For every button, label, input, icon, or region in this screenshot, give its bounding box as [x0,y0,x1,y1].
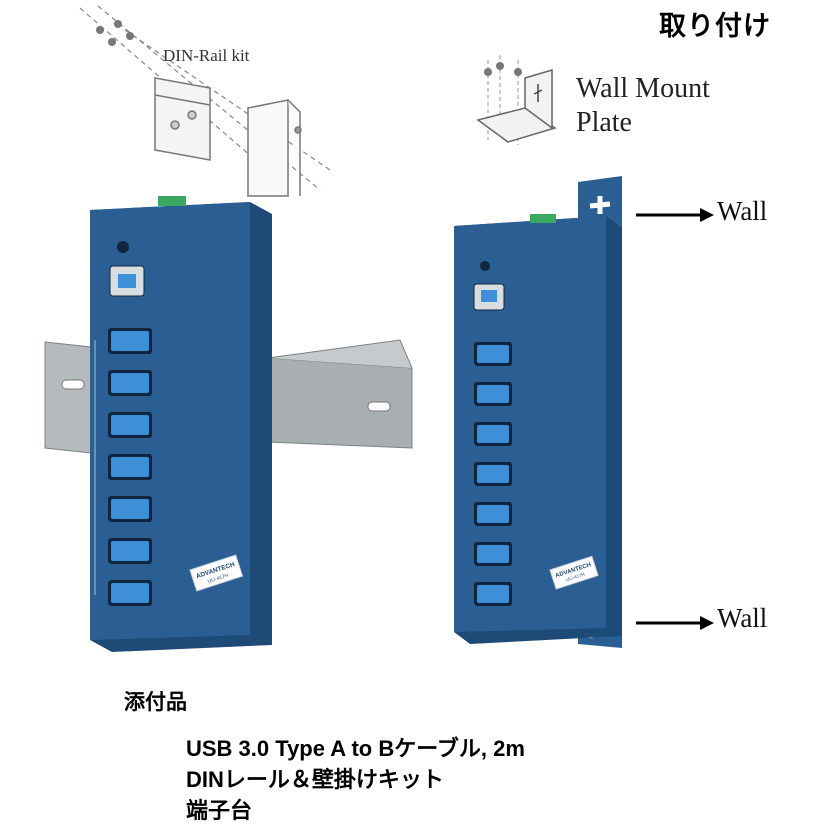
din-rail-kit-sketch [79,5,331,197]
usb-a-port-insert [111,541,149,561]
din-rail-profile [247,99,302,197]
page-title: 取り付け [659,11,771,42]
usb-a-port-insert [111,583,149,603]
accessory-item: 端子台 [186,798,253,823]
arrow-right-icon [636,616,714,630]
accessories-heading: 添付品 [124,690,187,714]
arrow-right-icon [636,208,714,222]
brand-plate: ADVANTECH ULI-417H [549,555,599,590]
svg-text:ULI-417H: ULI-417H [565,572,585,583]
wall-label-top: Wall [717,196,768,226]
usb-a-port-insert [111,457,149,477]
usb-a-port-insert [477,385,509,403]
usb-a-port-insert [477,425,509,443]
usb-hub-device-right: ADVANTECH ULI-417H [454,214,622,644]
power-jack [480,261,490,271]
din-mounted-hub-illustration: ADVANTECH ULI-417H [44,196,413,652]
wall-mount-plate-label: Wall Mount Plate [576,72,710,140]
din-clip-bracket [154,77,211,161]
terminal-block [158,196,186,206]
accessory-item: USB 3.0 Type A to Bケーブル, 2m [186,736,525,761]
brand-plate: ADVANTECH ULI-417H [189,554,244,592]
terminal-block [530,214,556,223]
usb-a-port-group [108,328,152,606]
wall-mount-label-line2: Plate [576,107,632,138]
usb-a-port-insert [477,345,509,363]
din-rail-kit-label: DIN-Rail kit [163,46,250,65]
wall-mount-label-line1: Wall Mount [576,73,710,104]
screw-icons [96,20,134,46]
usb-a-port-insert [111,415,149,435]
usb-a-port-group [474,342,512,606]
wall-mounted-hub-illustration: ADVANTECH ULI-417H [454,176,622,648]
usb-a-port-insert [477,505,509,523]
usb-hub-device-left: ADVANTECH ULI-417H [90,196,272,652]
usb-a-port-insert [111,331,149,351]
usb-a-port-insert [111,373,149,393]
usb-a-port-insert [477,545,509,563]
screw-icons [484,62,522,76]
wall-label-bottom: Wall [717,603,768,633]
power-jack [117,241,129,253]
usb-a-port-insert [111,499,149,519]
wall-mount-plate-sketch [476,55,557,145]
accessory-item: DINレール＆壁掛けキット [186,767,444,792]
usb-a-port-insert [477,585,509,603]
usb-a-port-insert [477,465,509,483]
